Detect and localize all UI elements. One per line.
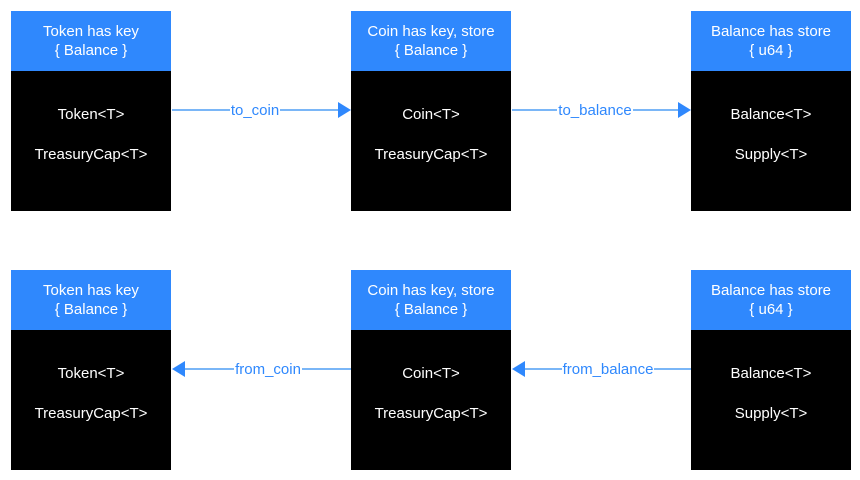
node-header-line-1: Coin has key, store [367,23,495,40]
edge-label-from-coin: from_coin [235,360,301,378]
arrow-left-icon [172,361,185,377]
edge-label-to-coin: to_coin [230,101,280,119]
node-body-line-2: TreasuryCap<T> [374,146,488,163]
edge-to-balance: to_balance [512,95,691,125]
node-header: Balance has store { u64 } [691,270,851,330]
node-body-line-2: TreasuryCap<T> [374,405,488,422]
node-body-line-2: Supply<T> [734,405,808,422]
node-body: Balance<T> Supply<T> [691,330,851,470]
arrow-right-icon [678,102,691,118]
edge-line [301,368,352,370]
node-body-line-1: Token<T> [57,365,125,382]
arrow-right-icon [338,102,351,118]
edge-label-from-balance: from_balance [562,360,654,378]
node-body: Balance<T> Supply<T> [691,71,851,211]
edge-line [525,368,562,370]
node-body-line-1: Coin<T> [402,365,460,382]
node-header-line-1: Token has key [43,23,139,40]
edge-label-to-balance: to_balance [558,101,632,119]
node-body-line-1: Balance<T> [730,106,812,123]
node-header: Coin has key, store { Balance } [351,11,511,71]
edge-from-coin: from_coin [172,354,352,384]
node-body-line-1: Coin<T> [402,106,460,123]
node-coin-bottom[interactable]: Coin has key, store { Balance } Coin<T> … [351,270,511,470]
node-body-line-2: TreasuryCap<T> [34,405,148,422]
edge-line [632,109,678,111]
node-body: Token<T> TreasuryCap<T> [11,330,171,470]
node-coin-top[interactable]: Coin has key, store { Balance } Coin<T> … [351,11,511,211]
node-header: Token has key { Balance } [11,270,171,330]
edge-line [185,368,235,370]
node-body: Coin<T> TreasuryCap<T> [351,71,511,211]
node-header-line-1: Balance has store [710,282,832,299]
node-balance-top[interactable]: Balance has store { u64 } Balance<T> Sup… [691,11,851,211]
node-body-line-1: Balance<T> [730,365,812,382]
node-header-line-2: { Balance } [54,301,128,318]
node-balance-bottom[interactable]: Balance has store { u64 } Balance<T> Sup… [691,270,851,470]
edge-from-balance: from_balance [512,354,692,384]
arrow-left-icon [512,361,525,377]
node-header-line-1: Balance has store [710,23,832,40]
edge-line [280,109,338,111]
edge-line [654,368,692,370]
node-header: Balance has store { u64 } [691,11,851,71]
node-header-line-2: { Balance } [54,42,128,59]
edge-line [172,109,230,111]
node-header: Token has key { Balance } [11,11,171,71]
node-body: Coin<T> TreasuryCap<T> [351,330,511,470]
edge-line [512,109,558,111]
node-token-bottom[interactable]: Token has key { Balance } Token<T> Treas… [11,270,171,470]
node-header-line-2: { Balance } [394,42,468,59]
node-body-line-1: Token<T> [57,106,125,123]
node-token-top[interactable]: Token has key { Balance } Token<T> Treas… [11,11,171,211]
node-body: Token<T> TreasuryCap<T> [11,71,171,211]
node-header-line-1: Coin has key, store [367,282,495,299]
node-header: Coin has key, store { Balance } [351,270,511,330]
edge-to-coin: to_coin [172,95,351,125]
node-body-line-2: Supply<T> [734,146,808,163]
node-header-line-2: { u64 } [749,301,793,318]
node-header-line-2: { u64 } [749,42,793,59]
node-header-line-2: { Balance } [394,301,468,318]
node-body-line-2: TreasuryCap<T> [34,146,148,163]
node-header-line-1: Token has key [43,282,139,299]
